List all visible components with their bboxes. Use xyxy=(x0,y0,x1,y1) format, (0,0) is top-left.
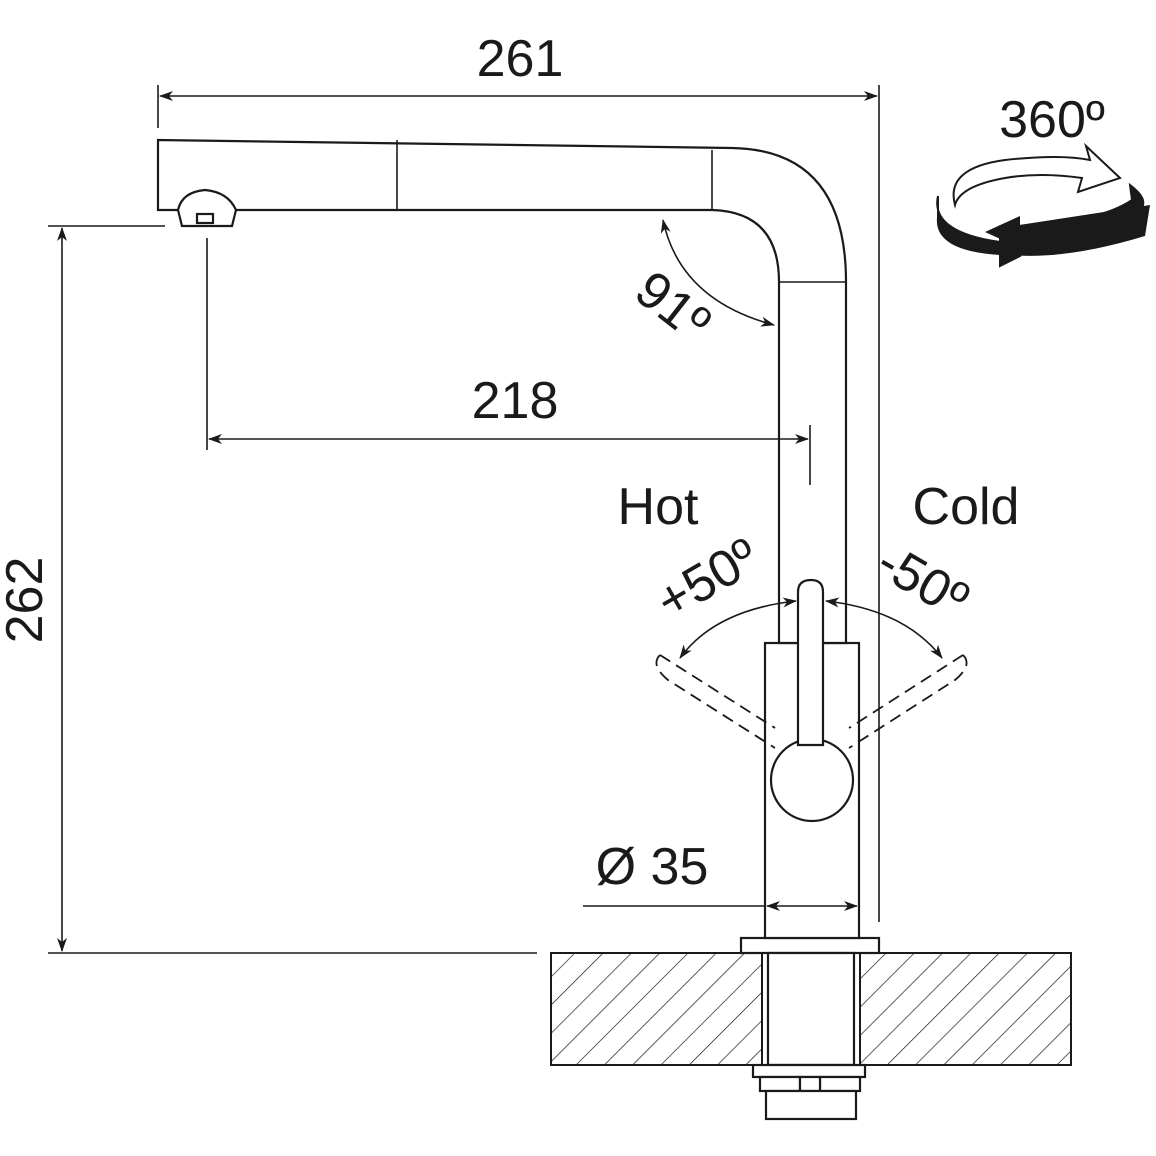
dimension-width-total: 261 xyxy=(157,30,880,922)
dimension-height-total: 262 xyxy=(0,225,537,954)
diameter-label: Ø 35 xyxy=(596,838,709,896)
rotation-label: 360º xyxy=(999,91,1105,149)
spout-angle-label: 91º xyxy=(624,260,720,353)
faucet-body xyxy=(156,138,861,940)
rotation-icon: 360º xyxy=(936,91,1150,268)
height-total-label: 262 xyxy=(0,557,54,644)
width-total-label: 261 xyxy=(477,30,564,88)
reach-label: 218 xyxy=(472,372,559,430)
dimension-reach: 218 xyxy=(206,238,811,485)
hot-label: Hot xyxy=(618,478,699,536)
lever-swing-lines xyxy=(655,654,968,749)
hot-angle-label: +50º xyxy=(647,527,769,631)
dimension-spout-angle: 91º xyxy=(624,219,775,353)
dimension-diameter: Ø 35 xyxy=(583,838,858,911)
cold-label: Cold xyxy=(913,478,1020,536)
